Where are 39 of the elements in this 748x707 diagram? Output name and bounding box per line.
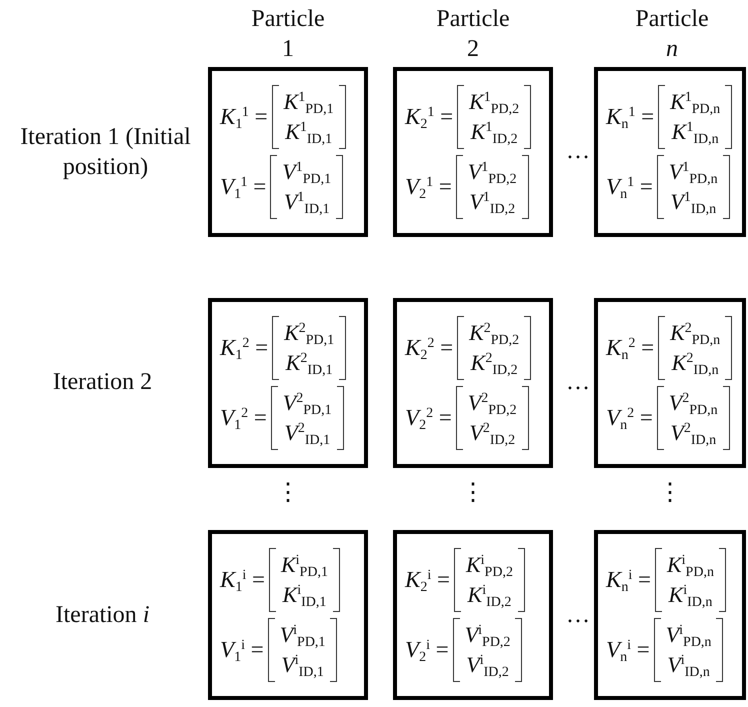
equation-term: V$_{2}$$^{2}$ =	[405, 404, 452, 432]
ellipsis: …	[565, 137, 591, 166]
equation-term: V$_{1}$$^{2}$ =	[220, 404, 267, 432]
column-header: Particle 2	[435, 5, 511, 64]
column-header: Particle n	[634, 5, 710, 64]
vertical-ellipsis: ⋮	[657, 479, 683, 508]
equation-term: V$_{2}$$^{1}$ =	[405, 173, 452, 201]
matrix-box	[393, 530, 553, 700]
matrix-box	[393, 298, 553, 468]
equation-term: K$_{n}$$^{i}$ =	[606, 566, 651, 594]
equation-term: V$_{n}$$^{1}$ =	[606, 173, 653, 201]
equation-term: K$_{1}$$^{1}$ =	[220, 103, 268, 131]
ellipsis: …	[565, 368, 591, 397]
equation-term: V$_{2}$$^{i}$ =	[405, 636, 449, 664]
matrix-box	[208, 67, 368, 237]
matrix-box	[208, 530, 368, 700]
equation-term: V$_{1}$$^{i}$ =	[220, 636, 264, 664]
row-label: Iteration i	[54, 601, 150, 630]
ellipsis: …	[565, 601, 591, 630]
equation-term: V$_{n}$$^{i}$ =	[606, 636, 650, 664]
matrix-box	[594, 530, 746, 700]
equation-term: V$_{1}$$^{1}$ =	[220, 173, 266, 201]
matrix-box	[208, 298, 368, 468]
equation-term: K$_{2}$$^{1}$ =	[405, 103, 454, 131]
row-label: Iteration 2	[52, 368, 154, 397]
equation-term: K$_{2}$$^{i}$ =	[405, 566, 450, 594]
matrix-box	[393, 67, 553, 237]
column-header: Particle 1	[250, 5, 326, 64]
equation-term: K$_{1}$$^{i}$ =	[220, 566, 265, 594]
row-label: Iteration 1 (Initial position)	[19, 123, 192, 182]
vertical-ellipsis: ⋮	[460, 479, 486, 508]
matrix-box	[594, 67, 746, 237]
equation-term: V$_{n}$$^{2}$ =	[606, 404, 653, 432]
equation-term: K$_{1}$$^{2}$ =	[220, 334, 268, 362]
equation-term: K$_{n}$$^{2}$ =	[606, 334, 654, 362]
equation-term: K$_{2}$$^{2}$ =	[405, 334, 454, 362]
equation-term: K$_{n}$$^{1}$ =	[606, 103, 654, 131]
vertical-ellipsis: ⋮	[275, 479, 301, 508]
matrix-box	[594, 298, 746, 468]
